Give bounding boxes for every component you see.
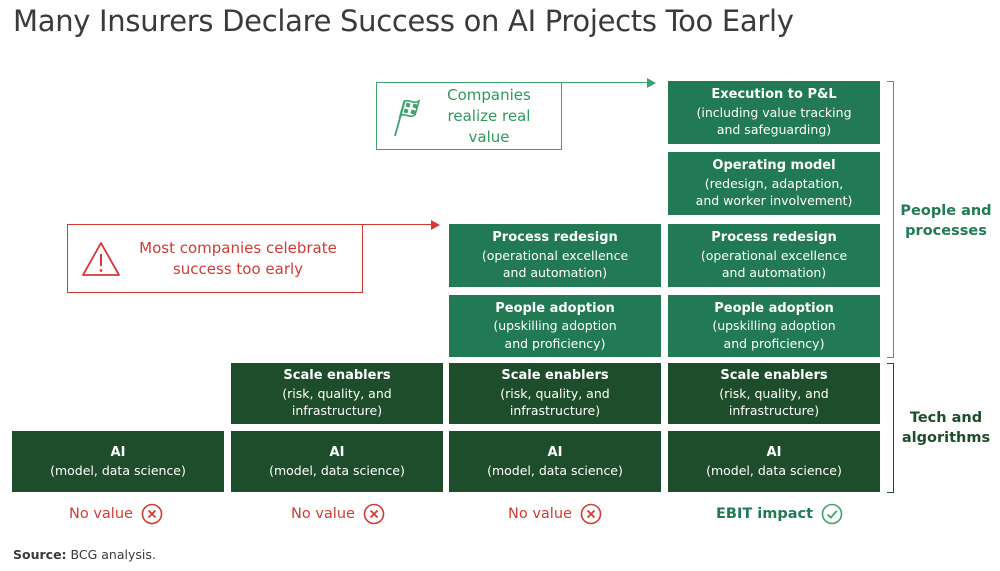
block-subtitle: (risk, quality, and infrastructure) (719, 385, 829, 419)
real-arrow-head (647, 78, 656, 88)
block-subtitle: (risk, quality, and infrastructure) (282, 385, 392, 419)
col1-ai-block: AI (model, data science) (12, 431, 224, 492)
col2-scale-block: Scale enablers (risk, quality, and infra… (231, 363, 443, 424)
bracket-tick (887, 492, 894, 493)
outcome-col2: No value (291, 503, 385, 525)
source-label: Source: (13, 547, 67, 562)
outcome-col4: EBIT impact (716, 503, 843, 525)
source-text: BCG analysis. (66, 547, 156, 562)
block-title: Operating model (712, 158, 836, 174)
block-title: Scale enablers (720, 368, 828, 384)
block-subtitle: (operational excellence and automation) (481, 247, 629, 281)
early-celebration-callout: Most companies celebrate success too ear… (67, 224, 363, 293)
x-circle-icon (363, 503, 385, 525)
block-subtitle: (upskilling adoption and proficiency) (493, 318, 617, 351)
tech-algorithms-label: Tech and algorithms (901, 410, 991, 446)
block-subtitle: (model, data science) (269, 462, 405, 478)
block-subtitle: (model, data science) (487, 462, 623, 478)
block-title: Scale enablers (501, 368, 609, 384)
outcome-col1: No value (69, 503, 163, 525)
page-title: Many Insurers Declare Success on AI Proj… (13, 4, 794, 38)
check-circle-icon (821, 503, 843, 525)
outcome-label: No value (291, 506, 355, 522)
bracket-tick (887, 81, 894, 82)
block-title: People adoption (714, 300, 834, 316)
real-value-text: Companies realize real value (447, 85, 531, 146)
col4-people-block: People adoption (upskilling adoption and… (668, 295, 880, 357)
early-arrow-head (431, 220, 440, 230)
outcome-label: No value (69, 506, 133, 522)
outcome-label: EBIT impact (716, 506, 814, 522)
tech-algorithms-bracket (893, 363, 894, 493)
source-note: Source: BCG analysis. (13, 547, 156, 562)
outcome-label: No value (508, 506, 572, 522)
col4-execution-block: Execution to P&L (including value tracki… (668, 81, 880, 144)
col4-ai-block: AI (model, data science) (668, 431, 880, 492)
real-arrow-line (561, 82, 648, 83)
early-celebration-text: Most companies celebrate success too ear… (139, 238, 337, 278)
block-title: AI (329, 445, 345, 460)
col3-ai-block: AI (model, data science) (449, 431, 661, 492)
bracket-tick (887, 363, 894, 364)
col4-scale-block: Scale enablers (risk, quality, and infra… (668, 363, 880, 424)
real-value-callout: Companies realize real value (376, 82, 562, 150)
people-processes-label: People and processes (900, 203, 992, 239)
block-title: AI (766, 445, 782, 460)
block-subtitle: (upskilling adoption and proficiency) (712, 318, 836, 351)
block-title: AI (547, 445, 563, 460)
outcome-col3: No value (508, 503, 602, 525)
block-subtitle: (model, data science) (706, 462, 842, 478)
x-circle-icon (580, 503, 602, 525)
col2-ai-block: AI (model, data science) (231, 431, 443, 492)
col3-people-block: People adoption (upskilling adoption and… (449, 295, 661, 357)
block-title: Execution to P&L (711, 87, 837, 103)
col3-process-block: Process redesign (operational excellence… (449, 224, 661, 287)
block-title: Process redesign (711, 230, 837, 246)
block-subtitle: (model, data science) (50, 462, 186, 478)
block-title: Process redesign (492, 230, 618, 246)
col4-operating-block: Operating model (redesign, adaptation, a… (668, 152, 880, 215)
col3-scale-block: Scale enablers (risk, quality, and infra… (449, 363, 661, 424)
block-subtitle: (operational excellence and automation) (700, 247, 848, 281)
block-subtitle: (including value tracking and safeguardi… (696, 104, 852, 138)
block-subtitle: (redesign, adaptation, and worker involv… (695, 175, 853, 209)
early-arrow-line (362, 224, 432, 225)
people-processes-bracket (893, 81, 894, 358)
x-circle-icon (141, 503, 163, 525)
block-subtitle: (risk, quality, and infrastructure) (500, 385, 610, 419)
block-title: People adoption (495, 300, 615, 316)
bracket-tick (887, 357, 894, 358)
block-title: Scale enablers (283, 368, 391, 384)
warning-triangle-icon (82, 241, 120, 276)
col4-process-block: Process redesign (operational excellence… (668, 224, 880, 287)
checkered-flag-icon (394, 99, 421, 137)
block-title: AI (110, 445, 126, 460)
